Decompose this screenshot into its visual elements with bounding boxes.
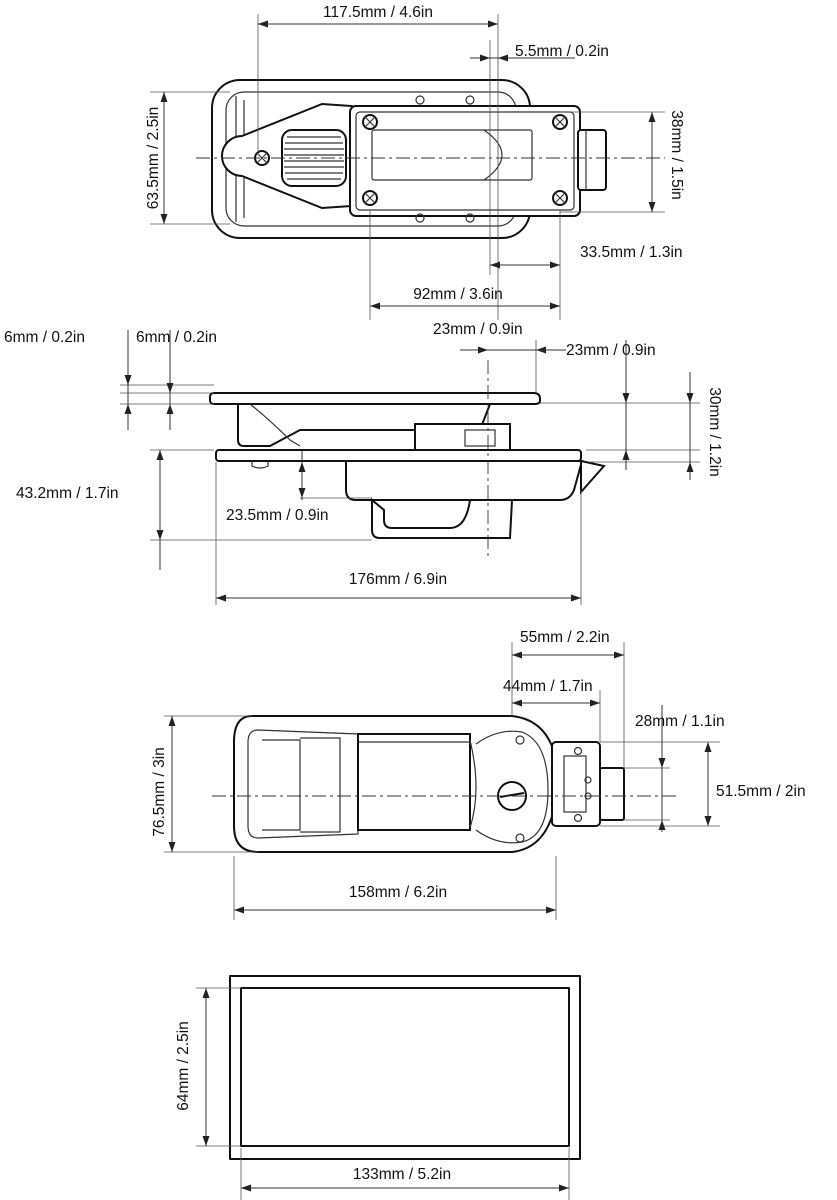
top-mount-plate-inner (355, 111, 575, 211)
label-side-latch-offset-b: 23mm / 0.9in (566, 342, 656, 359)
bottom-bracket (551, 741, 601, 827)
bottom-grip-panel (357, 733, 471, 831)
top-pivot-slot (256, 152, 268, 164)
cutout-view: 64mm / 2.5in 133mm / 5.2in (175, 975, 581, 1200)
cutout-inner-opening (240, 987, 570, 1147)
bottom-bracket-slot (563, 755, 587, 813)
bottom-lock-surround (475, 730, 549, 844)
label-bottom-bracket-height: 51.5mm / 2in (716, 783, 806, 800)
label-bottom-bolt-width: 28mm / 1.1in (635, 713, 725, 730)
label-top-plate-length: 92mm / 3.6in (413, 286, 503, 303)
bottom-key-slot (499, 792, 525, 798)
label-bottom-latch-span: 55mm / 2.2in (520, 629, 610, 646)
top-latch-bolt (577, 129, 607, 191)
side-latch-bolt (580, 459, 606, 495)
label-side-handle-depth: 23.5mm / 0.9in (226, 507, 329, 524)
top-grip-ridges (284, 136, 344, 180)
label-top-offset: 5.5mm / 0.2in (515, 43, 609, 60)
label-top-height-right: 38mm / 1.5in (668, 110, 685, 200)
top-slot-window (371, 129, 533, 181)
side-view: 6mm / 0.2in 6mm / 0.2in 23mm / 0.9in 23m… (4, 321, 723, 605)
top-view: 117.5mm / 4.6in 5.5mm / 0.2in 63.5mm / 2… (145, 4, 685, 320)
bottom-recess (247, 729, 359, 839)
label-bottom-latch-inner: 44mm / 1.7in (503, 678, 593, 695)
label-side-overall-depth: 43.2mm / 1.7in (16, 485, 119, 502)
bottom-view: 55mm / 2.2in 44mm / 1.7in 28mm / 1.1in 5… (151, 629, 806, 920)
label-side-right-height: 30mm / 1.2in (706, 387, 723, 477)
label-top-height-left: 63.5mm / 2.5in (145, 107, 162, 210)
side-handle-curve (249, 403, 301, 447)
bottom-latch-bolt (599, 767, 625, 821)
top-plate-screws (362, 114, 568, 206)
label-top-length: 117.5mm / 4.6in (323, 4, 433, 21)
label-side-overall-length: 176mm / 6.9in (349, 571, 447, 588)
label-bottom-overall-length: 158mm / 6.2in (349, 884, 447, 901)
top-rivets (415, 95, 475, 223)
side-handle-body (237, 403, 492, 447)
label-side-lid-thickness: 6mm / 0.2in (4, 329, 85, 346)
side-latch-block (414, 423, 511, 451)
label-cutout-height: 64mm / 2.5in (175, 1021, 192, 1111)
side-base-plate (215, 449, 582, 462)
side-foot (251, 461, 269, 469)
label-side-latch-offset-a: 23mm / 0.9in (433, 321, 523, 338)
side-lid (209, 392, 541, 405)
side-tray (345, 460, 584, 501)
label-top-right-extent: 33.5mm / 1.3in (580, 244, 683, 261)
top-mount-plate (349, 105, 581, 217)
cutout-outer-frame (229, 975, 581, 1160)
side-hook-handle (371, 497, 514, 539)
label-bottom-overall-height: 76.5mm / 3in (151, 747, 168, 837)
label-cutout-width: 133mm / 5.2in (353, 1166, 451, 1183)
label-side-lid-gap: 6mm / 0.2in (136, 329, 217, 346)
